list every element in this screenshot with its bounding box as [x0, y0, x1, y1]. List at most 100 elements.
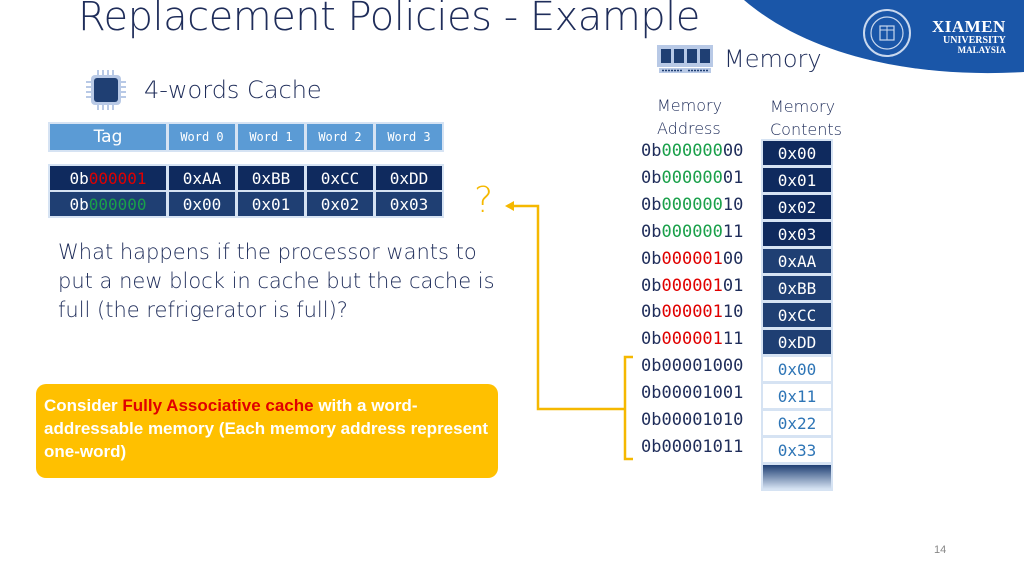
ram-module-icon	[657, 45, 713, 73]
memory-content-cell: 0xAA	[763, 249, 831, 273]
memory-content-cell: 0xCC	[763, 303, 831, 327]
cache-header-word: Word 0	[169, 124, 235, 150]
address-tag-bits: 000000	[661, 167, 723, 188]
address-tag-bits: 000000	[661, 194, 723, 215]
callout-highlight: Fully Associative cache	[122, 396, 314, 415]
memory-address: 0b00001010	[641, 410, 743, 430]
address-offset-bits: 11	[722, 329, 744, 350]
memory-address: 0b00000010	[641, 195, 743, 215]
cpu-chip-icon	[86, 70, 126, 110]
address-prefix: 0b	[641, 221, 662, 242]
tag-bits: 000001	[88, 168, 147, 188]
memory-content-cell: 0x00	[763, 357, 831, 381]
bracket-icon	[618, 355, 633, 461]
cache-header-word: Word 3	[376, 124, 442, 150]
brand-line2: UNIVERSITY	[943, 34, 1006, 46]
cache-header-word: Word 2	[307, 124, 373, 150]
memory-heading-label: Memory	[724, 45, 822, 73]
memory-address: 0b00001000	[641, 356, 743, 376]
address-offset-bits: 01	[722, 275, 744, 296]
question-mark: ?	[474, 180, 494, 221]
address-prefix: 0b	[641, 302, 662, 323]
memory-address: 0b00001011	[641, 437, 743, 457]
address-prefix: 0b	[641, 141, 662, 161]
memory-content-cell: 0x33	[763, 438, 831, 462]
page-number: 14	[934, 544, 947, 556]
address-offset-bits: 11	[722, 436, 744, 457]
address-prefix: 0b	[641, 275, 662, 296]
cache-header-tag: Tag	[50, 124, 166, 150]
cache-word-cell: 0x03	[376, 192, 442, 216]
brand-line1: XIAMEN	[932, 17, 1006, 36]
address-offset-bits: 00	[722, 356, 744, 377]
cache-word-cell: 0x01	[238, 192, 304, 216]
address-prefix: 0b	[641, 383, 662, 404]
address-tag-bits: 000000	[661, 221, 723, 242]
address-offset-bits: 00	[722, 141, 744, 161]
cache-word-cell: 0xDD	[376, 166, 442, 190]
memory-address-header: Memory Address	[657, 96, 723, 138]
address-tag-bits: 000001	[661, 248, 723, 269]
brand-banner	[744, 0, 1024, 74]
address-tag-bits: 000001	[661, 275, 723, 296]
cache-word-cell: 0xCC	[307, 166, 373, 190]
cache-word-cell: 0x00	[169, 192, 235, 216]
memory-content-cell: 0x03	[763, 222, 831, 246]
address-tag-bits: 000010	[661, 356, 723, 377]
cache-word-cell: 0xBB	[238, 166, 304, 190]
memory-address: 0b00000001	[641, 168, 743, 188]
address-offset-bits: 00	[722, 248, 744, 269]
cache-header-word: Word 1	[238, 124, 304, 150]
memory-content-cell: 0x00	[763, 141, 831, 165]
memory-address: 0b00000011	[641, 222, 743, 242]
memory-address: 0b00000100	[641, 249, 743, 269]
tag-bits: 000000	[88, 194, 147, 214]
address-tag-bits: 000001	[661, 329, 723, 350]
address-tag-bits: 000010	[661, 410, 723, 430]
connector-arrow	[512, 204, 618, 411]
address-prefix: 0b	[641, 410, 662, 430]
memory-address: 0b00000101	[641, 276, 743, 296]
memory-contents-header: Memory Contents	[770, 97, 842, 139]
callout-prefix: Consider	[44, 396, 123, 415]
address-offset-bits: 01	[722, 167, 744, 188]
arrow-head-icon	[505, 201, 514, 211]
address-offset-bits: 10	[722, 302, 744, 323]
callout-box: Consider Fully Associative cache with a …	[36, 384, 498, 478]
address-prefix: 0b	[641, 436, 662, 457]
memory-address: 0b00000111	[641, 329, 743, 349]
memory-address: 0b00001001	[641, 383, 743, 403]
memory-address: 0b00000110	[641, 302, 743, 322]
address-tag-bits: 000001	[661, 302, 723, 323]
cache-header-row: Tag Word 0 Word 1 Word 2 Word 3	[48, 122, 444, 152]
memory-continuation	[763, 465, 831, 489]
memory-content-cell: 0xBB	[763, 276, 831, 300]
callout-suffix: with a word-addressable memory (Each mem…	[44, 396, 489, 461]
memory-content-cell: 0x22	[763, 411, 831, 435]
university-seal-icon	[863, 9, 911, 57]
memory-content-cell: 0x02	[763, 195, 831, 219]
address-offset-bits: 01	[722, 383, 744, 404]
address-prefix: 0b	[641, 167, 662, 188]
address-prefix: 0b	[641, 356, 662, 377]
address-prefix: 0b	[641, 329, 662, 350]
brand-line3: MALAYSIA	[957, 45, 1006, 56]
cache-word-cell: 0xAA	[169, 166, 235, 190]
memory-content-cell: 0x11	[763, 384, 831, 408]
memory-address: 0b00000000	[641, 141, 743, 161]
cache-heading: 4-words Cache	[82, 66, 322, 114]
address-tag-bits: 000010	[661, 383, 723, 404]
address-prefix: 0b	[641, 248, 662, 269]
tag-prefix: 0b	[69, 194, 89, 214]
address-tag-bits: 000010	[661, 436, 723, 457]
memory-content-cell: 0x01	[763, 168, 831, 192]
question-text: What happens if the processor wants to p…	[58, 240, 495, 322]
memory-heading: Memory	[656, 44, 822, 74]
slide-title: Replacement Policies - Example	[78, 0, 700, 40]
university-name: XIAMEN UNIVERSITY MALAYSIA	[932, 18, 1006, 56]
address-tag-bits: 000000	[661, 141, 723, 161]
